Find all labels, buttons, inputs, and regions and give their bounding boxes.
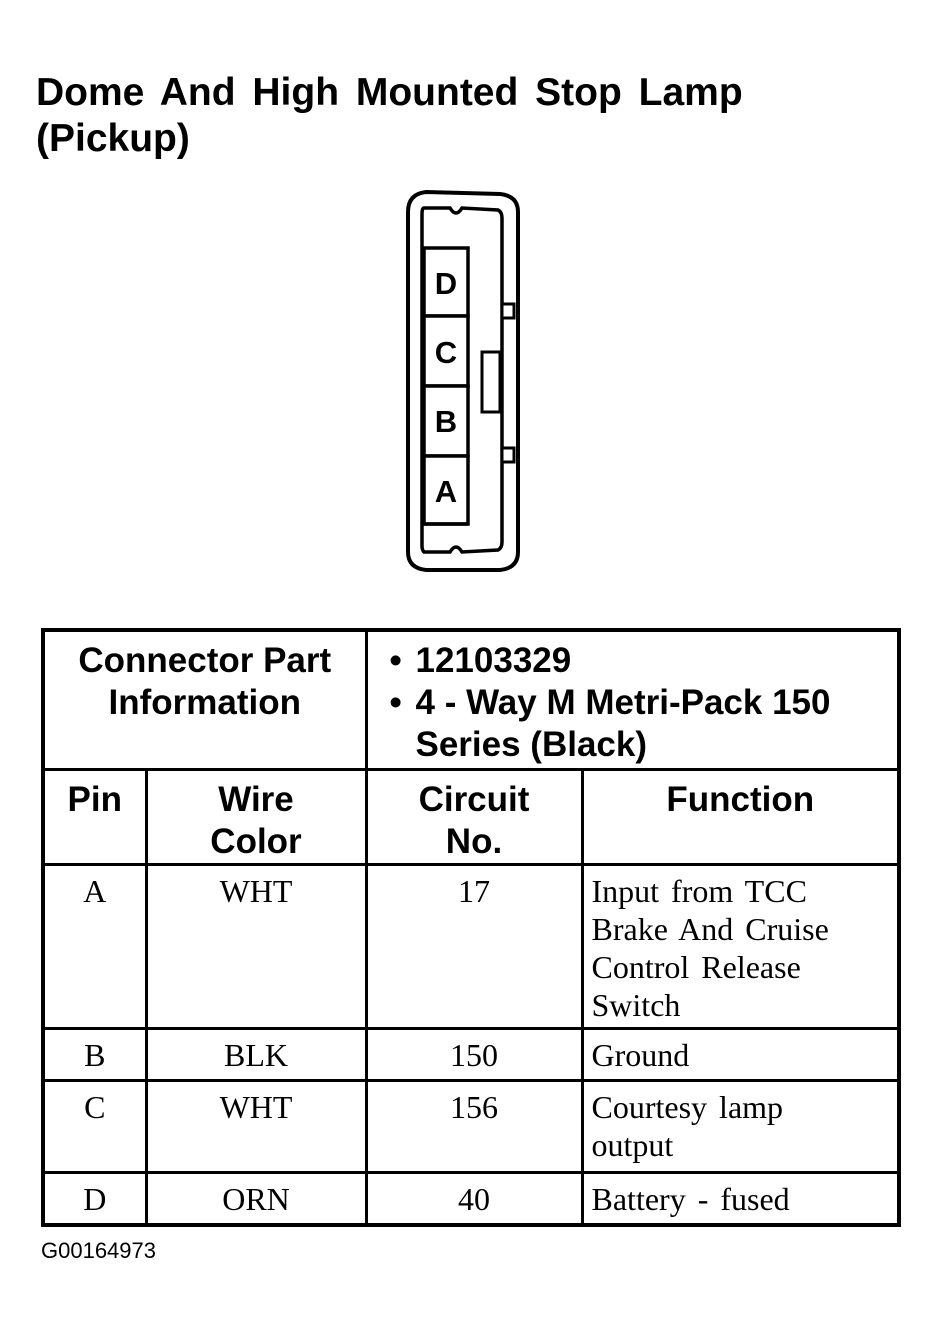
col-header-wire-color: Wire Color [144,768,368,866]
col-header-function: Function [580,768,901,866]
col-header-pin: Pin [41,768,148,866]
connector-drawing: D C B A [400,186,528,578]
pin-cell: A [41,863,148,1030]
wire-color-cell: ORN [144,1171,368,1226]
connector-info-table: Connector Part Information • 12103329 • 4 … [41,628,901,1227]
diagram-title: Dome And High Mounted Stop Lamp (Pickup) [36,70,743,162]
function-cell: Courtesy lamp output [580,1079,901,1174]
part-info-values: • 12103329 • 4 - Way M Metri-Pack 150 Seri… [364,628,901,771]
column-header-row: Pin Wire Color Circuit No. Function [41,768,901,866]
title-line-2: (Pickup) [36,117,190,160]
table-row: A WHT 17 Input from TCC Brake And Cruise… [41,863,901,1030]
table-row: D ORN 40 Battery - fused [41,1171,901,1226]
pin-cell: B [41,1027,148,1082]
part-number-line: • 12103329 [390,640,898,682]
part-info-row: Connector Part Information • 12103329 • 4 … [41,628,901,771]
part-description-line: • 4 - Way M Metri-Pack 150 Series (Black) [390,682,898,766]
connector-side-tab-lower [500,446,516,464]
pin-cell: C [41,1079,148,1174]
connector-side-tab-upper [500,302,516,320]
connector-face-svg: D C B A [406,189,520,572]
table-row: C WHT 156 Courtesy lamp output [41,1079,901,1174]
part-info-label: Connector Part Information [41,628,368,771]
circuit-cell: 156 [364,1079,584,1174]
function-cell: Ground [580,1027,901,1082]
part-number: 12103329 [415,641,572,680]
connector-key [480,350,502,414]
wire-color-cell: WHT [144,863,368,1030]
bullet: • [389,641,402,680]
connector-housing-inner [420,206,504,554]
pin-label-d: D [435,266,457,301]
pin-label-c: C [435,335,457,370]
pin-cavity-d [422,246,470,318]
figure-id: G00164973 [41,1238,156,1263]
circuit-cell: 40 [364,1171,584,1226]
pin-cavity-c [422,314,470,388]
part-description: 4 - Way M Metri-Pack 150 Series (Black) [415,683,831,764]
wire-color-cell: WHT [144,1079,368,1174]
function-cell: Input from TCC Brake And Cruise Control … [580,863,901,1030]
pin-label-a: A [435,474,457,509]
col-header-circuit: Circuit No. [364,768,584,866]
wire-color-cell: BLK [144,1027,368,1082]
function-cell: Battery - fused [580,1171,901,1226]
table-row: B BLK 150 Ground [41,1027,901,1082]
title-line-1: Dome And High Mounted Stop Lamp [36,71,743,114]
pin-cell: D [41,1171,148,1226]
pin-cavity-a [422,454,470,526]
bullet: • [389,683,402,722]
circuit-cell: 150 [364,1027,584,1082]
circuit-cell: 17 [364,863,584,1030]
pin-label-b: B [435,404,457,439]
